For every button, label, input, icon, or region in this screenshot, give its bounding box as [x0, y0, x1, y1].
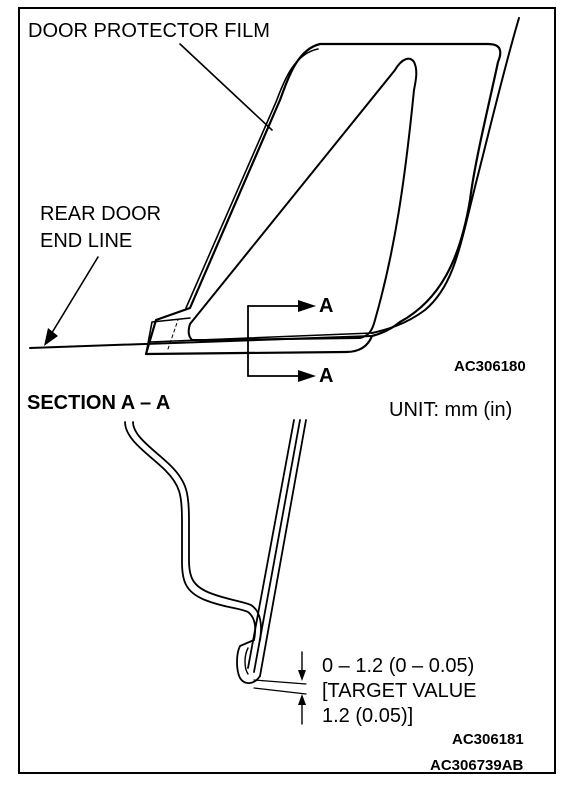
leader-film: [179, 43, 273, 131]
unit-label: UNIT: mm (in): [389, 399, 513, 421]
label-rear-door: REAR DOOR: [40, 203, 162, 225]
rear-door-end-line: [29, 335, 373, 349]
label-section-a-bottom: A: [319, 365, 334, 387]
section-panel: [124, 421, 256, 641]
film-inner-outline: [185, 48, 319, 309]
leader-rear-door: [49, 256, 99, 337]
section-title: SECTION A – A: [27, 392, 171, 414]
figure-frame: [18, 7, 556, 774]
label-section-a-top: A: [319, 295, 334, 317]
film-outer-outline: [144, 42, 502, 356]
dimension-target-label: [TARGET VALUE: [322, 680, 477, 702]
window-outline: [187, 57, 418, 341]
section-door-edge: [247, 419, 295, 669]
label-door-protector-film: DOOR PROTECTOR FILM: [28, 20, 270, 42]
page-code: AC306739AB: [430, 757, 524, 774]
dimension-range: 0 – 1.2 (0 – 0.05): [322, 655, 475, 677]
dimension-target-value: 1.2 (0.05)]: [322, 705, 414, 727]
dimension-line-1: [253, 679, 307, 685]
figure-code-top: AC306180: [454, 358, 526, 375]
figure-code-bottom: AC306181: [452, 731, 524, 748]
label-end-line: END LINE: [40, 230, 133, 252]
